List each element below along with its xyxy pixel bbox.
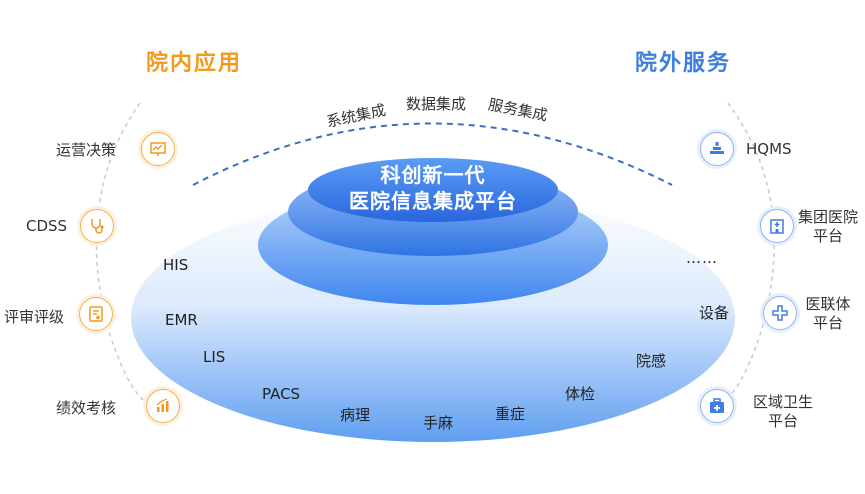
right-service-label-medical-alliance: 医联体 平台 <box>805 295 851 332</box>
ring-top <box>308 158 558 222</box>
system-label-emr: EMR <box>165 311 198 329</box>
system-label-icu: 重症 <box>495 405 526 423</box>
left-app-label-review: 评审评级 <box>4 308 65 326</box>
left-app-label-operations: 运营决策 <box>56 141 117 159</box>
right-service-label-regional-health: 区域卫生 平台 <box>752 393 813 430</box>
platform-title-line1: 科创新一代 <box>380 163 486 187</box>
system-label-anesthesia: 手麻 <box>423 414 454 432</box>
system-label-equipment: 设备 <box>699 304 730 322</box>
bar-chart-icon <box>146 389 180 423</box>
right-service-label-group-hospital: 集团医院 平台 <box>797 208 858 245</box>
clipboard-certificate-icon <box>79 297 113 331</box>
platform-title: 科创新一代 医院信息集成平台 <box>313 162 553 214</box>
system-label-his: HIS <box>163 256 189 274</box>
stethoscope-icon <box>80 209 114 243</box>
presentation-chart-icon <box>141 132 175 166</box>
right-service-label-hqms: HQMS <box>746 140 792 158</box>
medical-cross-icon <box>763 296 797 330</box>
system-label-pathology: 病理 <box>340 406 371 424</box>
hospital-bed-icon <box>700 132 734 166</box>
heading-in-hospital: 院内应用 <box>146 51 243 76</box>
system-label-more: …… <box>686 249 718 267</box>
platform-title-line2: 医院信息集成平台 <box>349 189 517 213</box>
medical-kit-icon <box>700 389 734 423</box>
system-label-infection: 院感 <box>636 352 667 370</box>
integration-arc <box>192 122 673 186</box>
system-label-pacs: PACS <box>262 385 301 403</box>
heading-out-hospital: 院外服务 <box>635 51 732 76</box>
integration-label-data: 数据集成 <box>406 95 467 113</box>
left-app-label-cdss: CDSS <box>26 217 68 235</box>
system-label-checkup: 体检 <box>565 385 596 403</box>
left-app-label-performance: 绩效考核 <box>56 399 117 417</box>
hospital-building-icon <box>760 209 794 243</box>
system-label-lis: LIS <box>203 348 226 366</box>
